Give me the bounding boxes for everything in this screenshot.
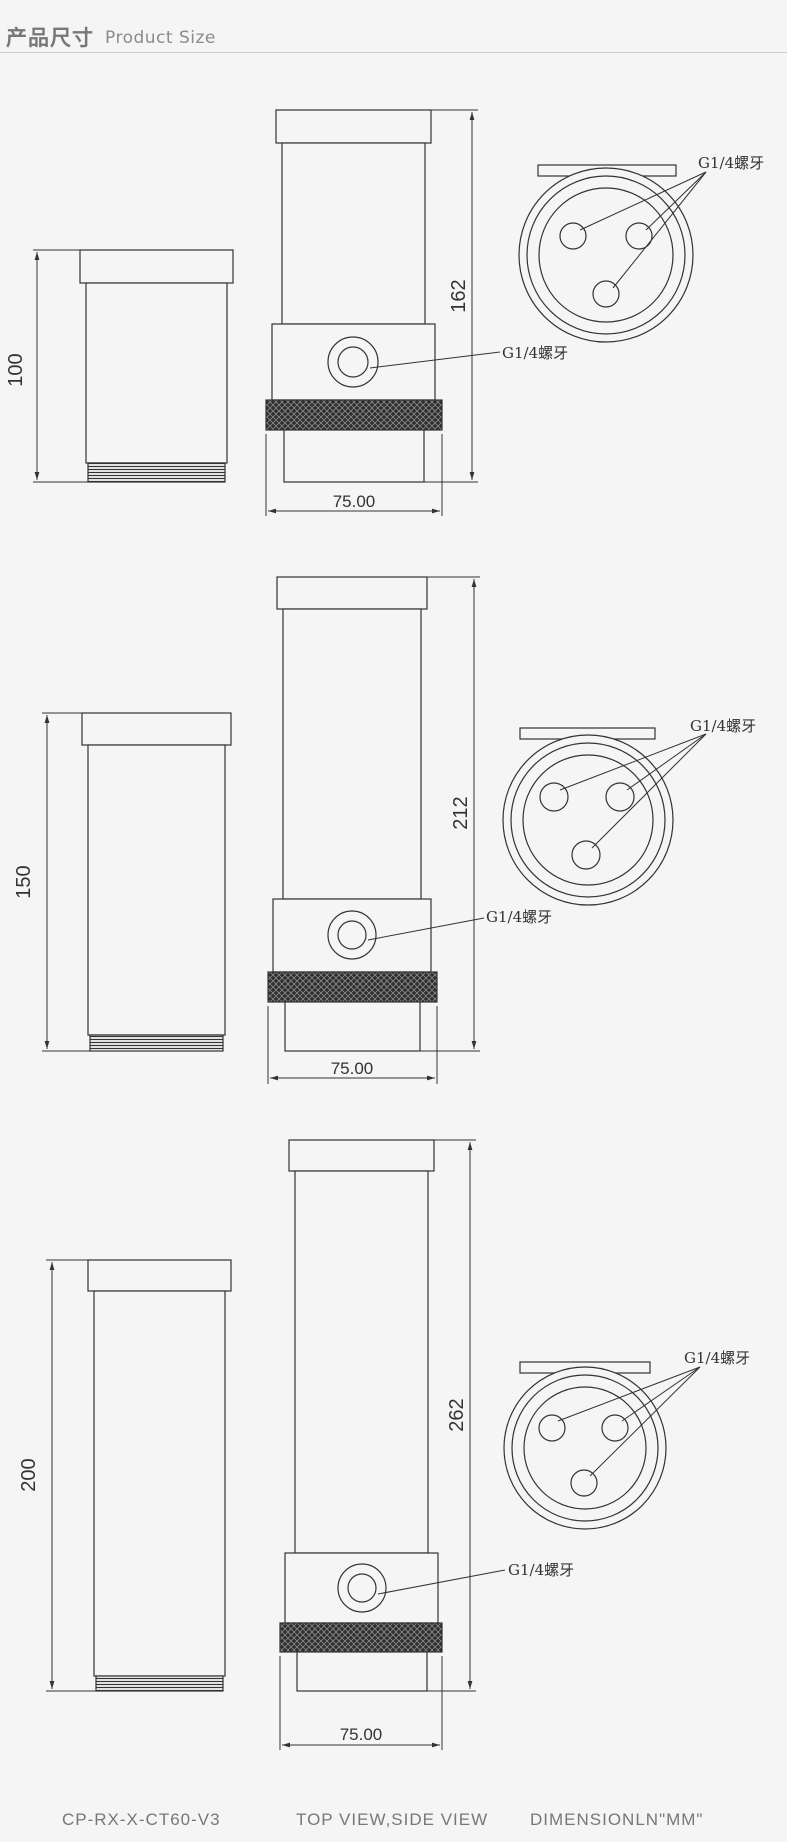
thread-label-side-3: G1/4螺牙: [508, 1561, 574, 1579]
width-dimension-2: [267, 1006, 438, 1084]
total-height-label-1: 162: [448, 279, 470, 312]
footer-model: CP-RX-X-CT60-V3: [62, 1810, 221, 1829]
total-height-dimension-2: [420, 576, 480, 1052]
body-part-2: [81, 712, 232, 1052]
width-label-3: 75.00: [340, 1725, 383, 1744]
width-dimension-3: [279, 1656, 443, 1750]
body-height-label-1: 100: [5, 353, 27, 386]
top-leaders-1: [579, 171, 707, 289]
thread-label-top-3: G1/4螺牙: [684, 1349, 750, 1367]
width-label-1: 75.00: [333, 492, 376, 511]
title-en: Product Size: [105, 28, 216, 48]
body-part-3: [87, 1259, 232, 1692]
footer-views: TOP VIEW,SIDE VIEW: [296, 1810, 489, 1829]
footer-dimension: DIMENSIONLN"MM": [530, 1810, 704, 1829]
top-leaders-3: [557, 1366, 701, 1477]
title-zh: 产品尺寸: [6, 26, 94, 50]
total-height-dimension-1: [424, 109, 478, 483]
top-leaders-2: [559, 733, 707, 849]
assembly-2: [267, 576, 438, 1052]
body-height-dimension-2: [42, 712, 90, 1052]
width-dimension-1: [265, 434, 443, 516]
page-header: 产品尺寸 Product Size: [0, 0, 787, 53]
top-view-1: [518, 164, 694, 343]
body-height-dimension-3: [46, 1259, 96, 1692]
thread-label-top-1: G1/4螺牙: [698, 154, 764, 172]
thread-label-side-2: G1/4螺牙: [486, 908, 552, 926]
body-height-dimension-1: [33, 249, 88, 483]
variant-3: 200 262 75.00 G1/4螺牙: [18, 1139, 750, 1750]
assembly-3: [279, 1139, 443, 1692]
width-label-2: 75.00: [331, 1059, 374, 1078]
port-leader-3: [377, 1569, 506, 1595]
port-leader-2: [367, 917, 485, 941]
body-height-label-3: 200: [18, 1458, 40, 1491]
thread-label-top-2: G1/4螺牙: [690, 717, 756, 735]
assembly-1: [265, 109, 443, 483]
total-height-label-2: 212: [450, 796, 472, 829]
top-view-3: [503, 1361, 667, 1530]
top-view-2: [502, 727, 674, 906]
variant-2: 150 212 75.00 G1/4螺牙: [13, 576, 756, 1084]
body-part-1: [79, 249, 234, 483]
thread-label-side-1: G1/4螺牙: [502, 344, 568, 362]
total-height-dimension-3: [427, 1139, 476, 1692]
port-leader-1: [369, 351, 501, 369]
body-height-label-2: 150: [13, 865, 35, 898]
total-height-label-3: 262: [446, 1398, 468, 1431]
variant-1: 100 162 75.00 G1/4螺牙: [5, 109, 764, 516]
